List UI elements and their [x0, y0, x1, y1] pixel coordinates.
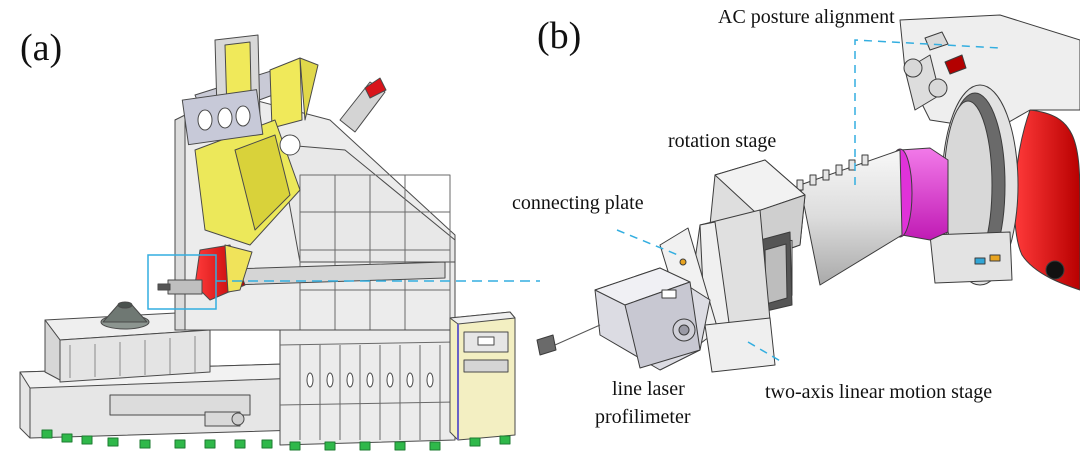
annotation-leaders: [616, 39, 1001, 363]
leader-connecting-plate: [616, 229, 679, 256]
panel-a-label: (a): [20, 27, 63, 69]
leader-ac-posture: [854, 39, 1001, 185]
line-laser-label-line1: line laser: [612, 378, 685, 400]
linear-motion-stage-label: two-axis linear motion stage: [765, 381, 993, 403]
panel-b-label: (b): [537, 15, 582, 57]
connecting-plate-label: connecting plate: [512, 192, 644, 214]
leader-linear-stage: [747, 341, 783, 363]
rotation-stage-label: rotation stage: [668, 130, 777, 152]
measuring-device-drawing: [536, 14, 1080, 373]
zoom-callout-box: [147, 254, 217, 310]
machine-tool-drawing: [19, 34, 516, 451]
ac-posture-alignment-label: AC posture alignment: [718, 6, 895, 28]
line-laser-label-line2: profilimeter: [595, 406, 691, 428]
